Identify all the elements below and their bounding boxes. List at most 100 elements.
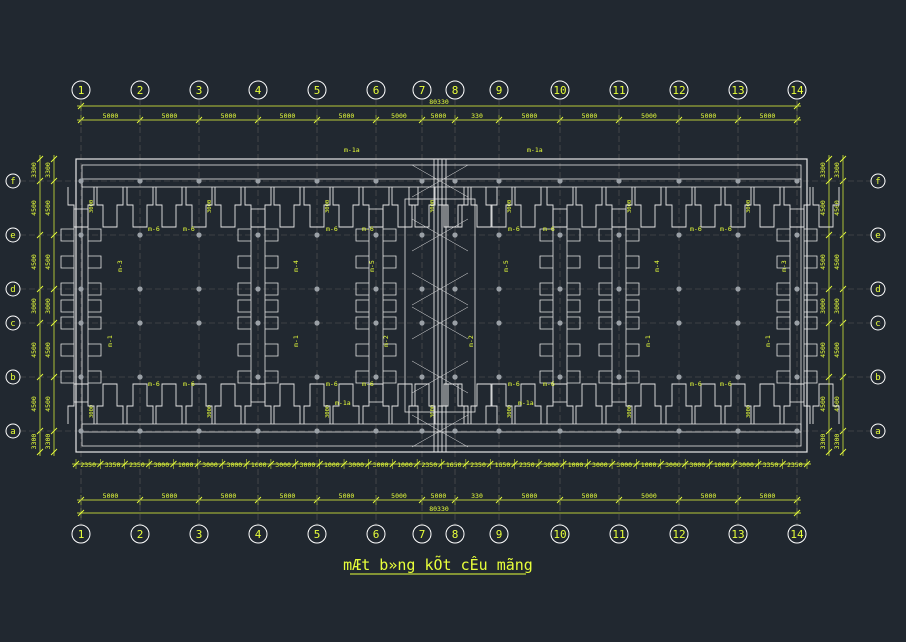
column-node	[735, 232, 741, 238]
column-node	[314, 428, 320, 434]
vertical-beam-label: m-2	[382, 335, 390, 347]
dimension-text: 4500	[44, 254, 52, 270]
pad-footing-bottom	[362, 383, 390, 424]
dimension-tick	[839, 155, 847, 163]
grid-bubble-col	[445, 80, 465, 100]
pad-footing-bottom	[485, 383, 513, 424]
pad-footing-top	[408, 187, 436, 228]
grid-bubble-col	[489, 80, 509, 100]
vertical-beam-label: m-5	[368, 260, 376, 272]
pad-footing-bottom	[665, 383, 693, 424]
beam-label: m-6	[720, 225, 732, 233]
footing-step-left	[539, 282, 553, 296]
grid-bubble-row-right	[870, 423, 886, 439]
beam-label: m-6	[690, 225, 702, 233]
pad-footing-bottom	[470, 383, 498, 424]
footing-step-right	[567, 343, 581, 357]
footing-step-right	[804, 299, 818, 313]
grid-bubble-label: 12	[672, 84, 685, 97]
grid-bubble-row-label: d	[875, 285, 880, 295]
grid-bubble-row-left	[5, 173, 21, 189]
vertical-beam-label: m-1	[292, 335, 300, 347]
column-node	[735, 286, 741, 292]
footing-step-right	[383, 316, 397, 330]
dimension-tick	[825, 373, 833, 381]
vertical-beam-label: m-3	[780, 260, 788, 272]
grid-bubble-row-label: b	[875, 373, 880, 383]
dimension-text: 5000	[582, 492, 598, 500]
hatch-line	[411, 430, 441, 448]
beam-label: m-6	[508, 380, 520, 388]
dimension-text: 5000	[522, 112, 538, 120]
grid-bubble-row-right	[870, 173, 886, 189]
dimension-text: 2350	[787, 461, 803, 469]
grid-bubble-label: 8	[452, 84, 459, 97]
dimension-text: 3000	[738, 461, 754, 469]
dimension-text: 3000	[300, 461, 316, 469]
grid-bubble-label: 7	[419, 84, 426, 97]
pad-footing-bottom	[126, 383, 154, 424]
dimension-text: 2350	[129, 461, 145, 469]
dimension-text: 5000	[391, 112, 407, 120]
beam-label-1a: m-1a	[344, 146, 360, 154]
footing-step-left	[539, 299, 553, 313]
vertical-beam-label: m-1	[106, 335, 114, 347]
footing-step-left	[237, 255, 251, 269]
vertical-beam-label: m-2	[467, 335, 475, 347]
footing-step-left	[237, 228, 251, 242]
grid-bubble-row-right	[870, 369, 886, 385]
dimension-tick	[50, 231, 58, 239]
dimension-text: 2350	[80, 461, 96, 469]
footing-step-right	[626, 255, 640, 269]
column-node	[496, 286, 502, 292]
grid-bubble-label: 7	[419, 528, 426, 541]
dimension-text: 5000	[641, 112, 657, 120]
column-node	[452, 374, 458, 380]
grid-bubble-col	[130, 80, 150, 100]
footing-step-left	[598, 282, 612, 296]
column-node	[735, 374, 741, 380]
grid-bubble-label: 6	[373, 84, 380, 97]
footing-step-left	[776, 255, 790, 269]
footing-step-right	[265, 282, 279, 296]
vertical-beam-label: m-1	[764, 335, 772, 347]
footing-step-right	[567, 282, 581, 296]
dimension-text: 1000	[714, 461, 730, 469]
grid-bubble-col	[248, 80, 268, 100]
grid-bubble-col	[189, 80, 209, 100]
dimension-text: 2350	[519, 461, 535, 469]
column-node	[616, 286, 622, 292]
column-node	[196, 320, 202, 326]
column-node	[452, 178, 458, 184]
dimension-text: 4500	[30, 342, 38, 358]
interior-strip-footing	[552, 208, 568, 403]
footing-step-right	[804, 343, 818, 357]
beam-label: m-6	[508, 225, 520, 233]
interior-strip-footing	[611, 208, 627, 403]
column-node	[616, 428, 622, 434]
beam-label: m-6	[326, 225, 338, 233]
beam-label: m-6	[183, 225, 195, 233]
footing-dim-text: 3000	[325, 405, 331, 418]
grid-bubble-col	[366, 524, 386, 544]
column-node	[78, 286, 84, 292]
dimension-text: 3000	[592, 461, 608, 469]
column-node	[496, 428, 502, 434]
dimension-text: 1000	[641, 461, 657, 469]
dimension-text: 4500	[819, 254, 827, 270]
pad-footing-top	[485, 187, 513, 228]
dimension-text: 5000	[221, 492, 237, 500]
dimension-text: 5000	[339, 112, 355, 120]
footing-step-right	[265, 255, 279, 269]
footing-step-right	[626, 370, 640, 384]
hatch-line	[411, 306, 441, 324]
dimension-text: 5000	[431, 112, 447, 120]
pad-footing-top	[126, 187, 154, 228]
hatch-line	[439, 414, 469, 432]
footing-step-left	[776, 282, 790, 296]
dimension-text: 5000	[431, 492, 447, 500]
dimension-text: 3300	[44, 162, 52, 178]
footing-step-left	[776, 316, 790, 330]
grid-bubble-col	[248, 524, 268, 544]
